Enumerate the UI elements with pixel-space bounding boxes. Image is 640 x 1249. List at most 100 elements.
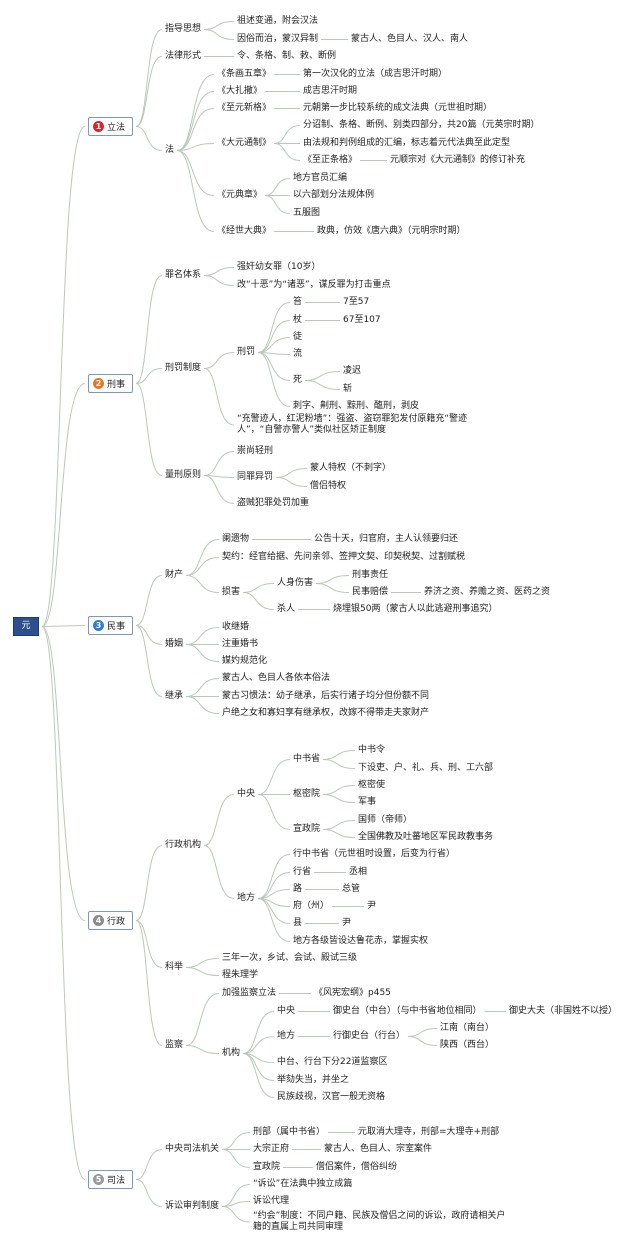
leaf-node: 分诏制、条格、断例、别类四部分，共20篇（元英宗时期） <box>303 120 540 130</box>
subtopic-node: 宣政院 <box>253 1162 281 1172</box>
subtopic-node: 中央 <box>277 1006 296 1016</box>
leaf-node: 改“十恶”为“诸恶”，谋反罪为打击重点 <box>237 280 391 290</box>
connector-line <box>257 352 291 407</box>
connector-line <box>257 898 291 942</box>
connector-line <box>186 958 220 968</box>
connector-line <box>323 820 356 830</box>
topic-node: 监察 <box>165 1040 184 1050</box>
topic-node: 诉讼审判制度 <box>165 1201 220 1211</box>
leaf-node: 强奸幼女罪（10岁） <box>237 262 321 272</box>
leaf-node: 中书令 <box>358 745 386 755</box>
leaf-node: 养济之资、养赡之资、医药之资 <box>424 587 551 597</box>
topic-node: 行政机构 <box>165 840 202 850</box>
leaf-node: 三年一次，乡试、会试、殿试三级 <box>222 953 358 963</box>
subtopic-node: 行御史台（行台） <box>333 1031 406 1041</box>
law-node: 《经世大典》 <box>217 226 272 236</box>
law-node: 《元典章》 <box>217 190 263 200</box>
subtopic-node: 府（州） <box>293 901 330 911</box>
connector-line <box>204 275 235 286</box>
branch-label: 刑事 <box>107 380 126 390</box>
leaf-node: 五服图 <box>293 208 321 218</box>
branch-label: 民事 <box>107 622 126 632</box>
connector-line <box>323 759 356 769</box>
leaf-node: 尹 <box>367 901 377 911</box>
leaf-node: 盗贼犯罪处罚加重 <box>237 498 310 508</box>
subtopic-node: 同罪异罚 <box>237 472 274 482</box>
topic-node: 指导思想 <box>165 24 202 34</box>
leaf-node: 由法规和判例组成的汇编，标志着元代法典至此定型 <box>303 138 511 148</box>
leaf-node: 诉讼代理 <box>253 1196 290 1206</box>
leaf-node: 蒙古人、色目人各依本俗法 <box>222 673 331 683</box>
connector-line <box>41 626 86 921</box>
leaf-node: 江南（南台） <box>440 1023 495 1033</box>
leaf-node: 祖述变通，附会汉法 <box>237 16 319 26</box>
connector-line <box>135 29 163 127</box>
topic-node: 婚姻 <box>165 639 184 649</box>
leaf-node: 蒙古习惯法：幼子继承，后实行诸子均分但份额不同 <box>222 691 430 701</box>
leaf-node: “诉讼”在法典中独立成篇 <box>253 1179 353 1189</box>
connector-line <box>257 352 291 381</box>
leaf-node: 成吉思汗时期 <box>303 86 358 96</box>
number-badge: 2 <box>93 378 104 389</box>
branch-administration[interactable]: 4 行政 <box>88 911 134 930</box>
subtopic-node: 民事赔偿 <box>352 587 389 597</box>
connector-line <box>41 126 86 627</box>
connector-line <box>221 1149 251 1168</box>
root-node[interactable]: 元 <box>13 617 39 636</box>
leaf-node: 蒙人特权（不刺字） <box>310 463 392 473</box>
connector-line <box>135 1149 163 1180</box>
connector-line <box>257 794 291 830</box>
leaf-node: 地方各级皆设达鲁花赤，掌握实权 <box>293 936 429 946</box>
connector-line <box>185 539 220 576</box>
branch-criminal[interactable]: 2 刑事 <box>88 374 134 393</box>
connector-line <box>203 451 235 476</box>
connector-line <box>135 383 163 476</box>
connector-line <box>242 1011 275 1054</box>
connector-line <box>257 320 291 353</box>
branch-label: 立法 <box>107 123 126 133</box>
number-badge: 1 <box>93 121 104 132</box>
subtopic-node: 阑遗物 <box>222 534 250 544</box>
leaf-node: 《风宪宏纲》p455 <box>314 988 391 998</box>
connector-line <box>273 143 301 161</box>
connector-line <box>316 575 350 584</box>
number-badge: 4 <box>93 915 104 926</box>
connector-line <box>257 302 291 353</box>
law-node: 《大元通制》 <box>217 138 272 148</box>
leaf-node: 杖 <box>293 315 303 325</box>
leaf-node: 徒 <box>293 332 303 342</box>
connector-line <box>41 625 86 627</box>
leaf-node: 崇尚轻刑 <box>237 446 274 456</box>
connector-line <box>305 380 341 390</box>
number-badge: 3 <box>93 620 104 631</box>
topic-node: 继承 <box>165 691 184 701</box>
leaf-node: 丞相 <box>349 867 368 877</box>
connector-line <box>243 583 275 593</box>
topic-node: 财产 <box>165 570 184 580</box>
subtopic-node: 中书省 <box>293 754 321 764</box>
leaf-node: 御史台（中台）（与中书省地位相同） <box>333 1006 482 1016</box>
subtopic-node: 人身伤害 <box>277 578 314 588</box>
leaf-node: 凌迟 <box>343 366 362 376</box>
connector-line <box>203 368 235 426</box>
subtopic-node: 路 <box>293 884 303 894</box>
leaf-node: 僧侣特权 <box>310 481 347 491</box>
connector-line <box>185 696 220 714</box>
connector-line <box>135 56 163 127</box>
leaf-node: 流 <box>293 349 303 359</box>
leaf-node: 御史大夫（非国姓不以授） <box>509 1006 618 1016</box>
connector-line <box>242 1053 275 1081</box>
leaf-node: 元顺宗对《大元通制》的修订补充 <box>390 155 526 165</box>
connector-line <box>408 1036 438 1046</box>
connector-line <box>135 920 163 968</box>
leaf-node: 刺字、劓刑、黥刑、醢刑，剥皮 <box>293 401 420 411</box>
connector-line <box>177 143 215 151</box>
leaf-node: 死 <box>293 375 303 385</box>
connector-line <box>221 1184 251 1207</box>
branch-judicial[interactable]: 5 司法 <box>88 1170 134 1189</box>
branch-legislation[interactable]: 1 立法 <box>88 117 134 136</box>
leaf-node: 枢密使 <box>358 780 386 790</box>
law-node: 《条画五章》 <box>217 69 272 79</box>
branch-civil[interactable]: 3 民事 <box>88 616 134 635</box>
